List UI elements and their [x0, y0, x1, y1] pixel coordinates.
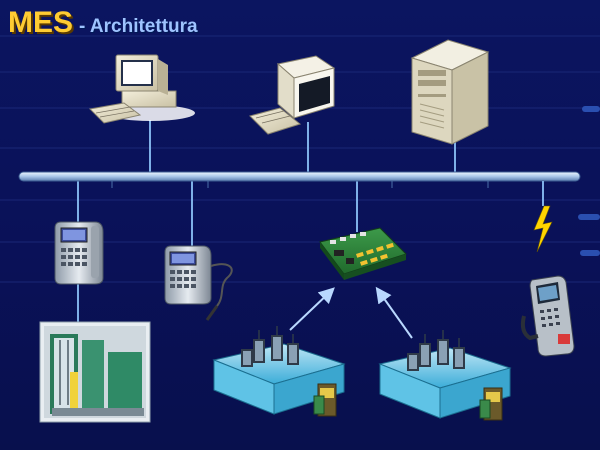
bottom-connectors: [77, 178, 358, 322]
edge-tick: [582, 106, 600, 112]
io-board-icon: [319, 227, 407, 280]
title-main: MES: [8, 6, 74, 39]
wireless-bolt-icon: [533, 181, 553, 253]
arrow: [289, 287, 335, 331]
top-connectors: [149, 120, 456, 176]
edge-tick: [578, 214, 600, 220]
data-terminal-icon: [54, 221, 104, 285]
data-terminal-with-probe-icon: [164, 245, 233, 321]
slide-title: MES- Architettura: [8, 6, 198, 40]
monitor-keyboard-icon: [249, 55, 336, 135]
title-subtitle: - Architettura: [79, 16, 198, 37]
data-arrows: [289, 286, 413, 339]
machine-cell-icon: [212, 326, 346, 417]
machine-cell-icon: [378, 330, 512, 421]
desktop-computer-icon: [88, 54, 195, 124]
network-bus: [18, 171, 581, 188]
server-tower-icon: [410, 39, 490, 145]
edge-tick: [580, 250, 600, 256]
handheld-scanner-icon: [520, 275, 575, 357]
industrial-machine-icon: [39, 321, 151, 423]
arrow: [375, 286, 413, 339]
